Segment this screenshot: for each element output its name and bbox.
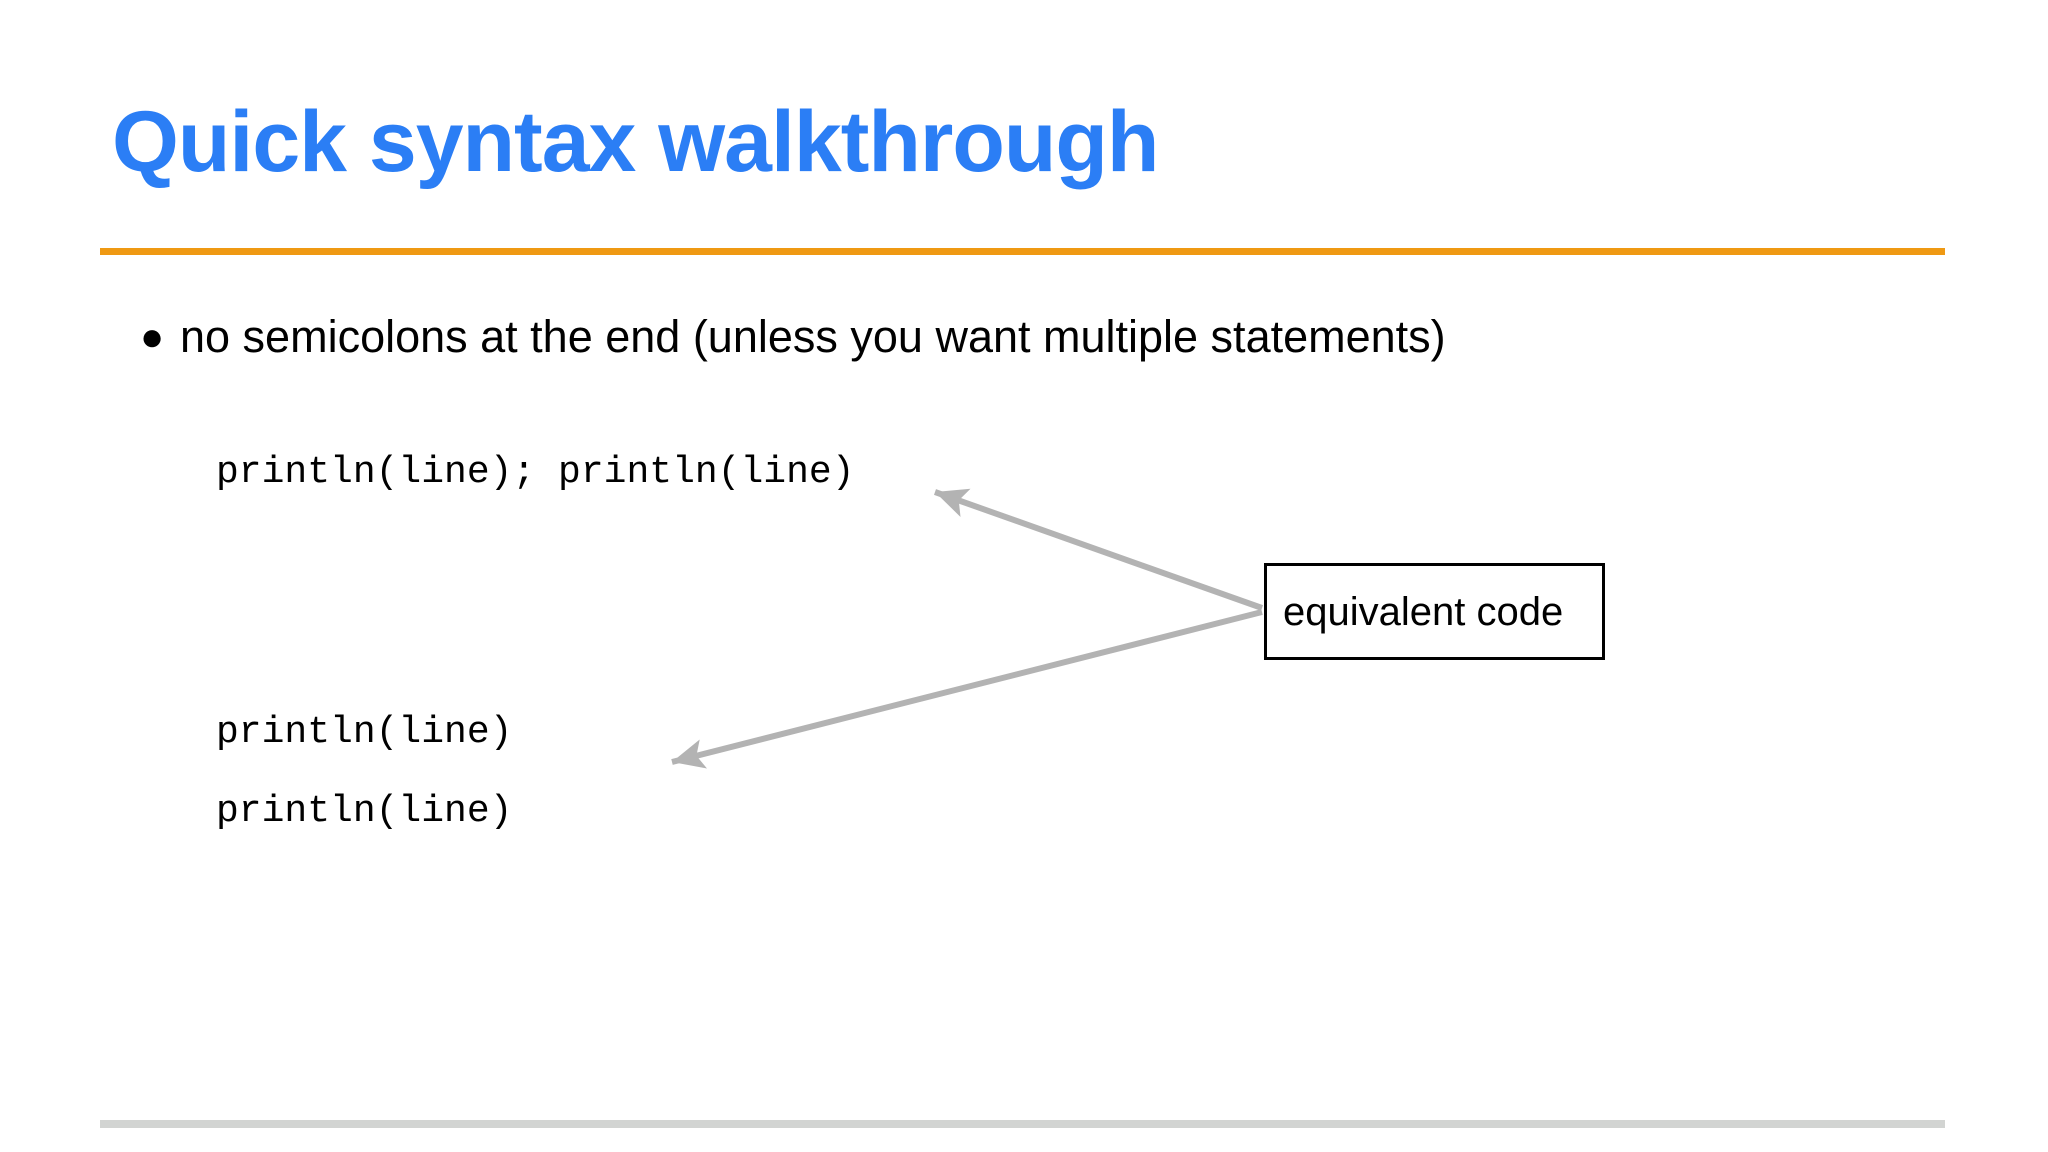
callout-box: equivalent code bbox=[1264, 563, 1605, 660]
code-line-inline-statements: println(line); println(line) bbox=[216, 451, 855, 494]
arrow-to-inline-statements-icon bbox=[933, 488, 1264, 611]
bullet-list: ● no semicolons at the end (unless you w… bbox=[100, 310, 1900, 374]
code-line-separate-statement-1: println(line) bbox=[216, 711, 513, 754]
bullet-dot-icon: ● bbox=[140, 315, 165, 359]
footer-divider bbox=[100, 1120, 1945, 1128]
arrow-to-separate-statements-icon bbox=[671, 609, 1263, 769]
title-divider bbox=[100, 248, 1945, 255]
list-item: ● no semicolons at the end (unless you w… bbox=[100, 310, 1900, 364]
bullet-item-label: no semicolons at the end (unless you wan… bbox=[180, 311, 1446, 362]
callout-label: equivalent code bbox=[1283, 589, 1564, 634]
code-line-separate-statement-2: println(line) bbox=[216, 790, 513, 833]
page-title: Quick syntax walkthrough bbox=[112, 94, 1159, 190]
